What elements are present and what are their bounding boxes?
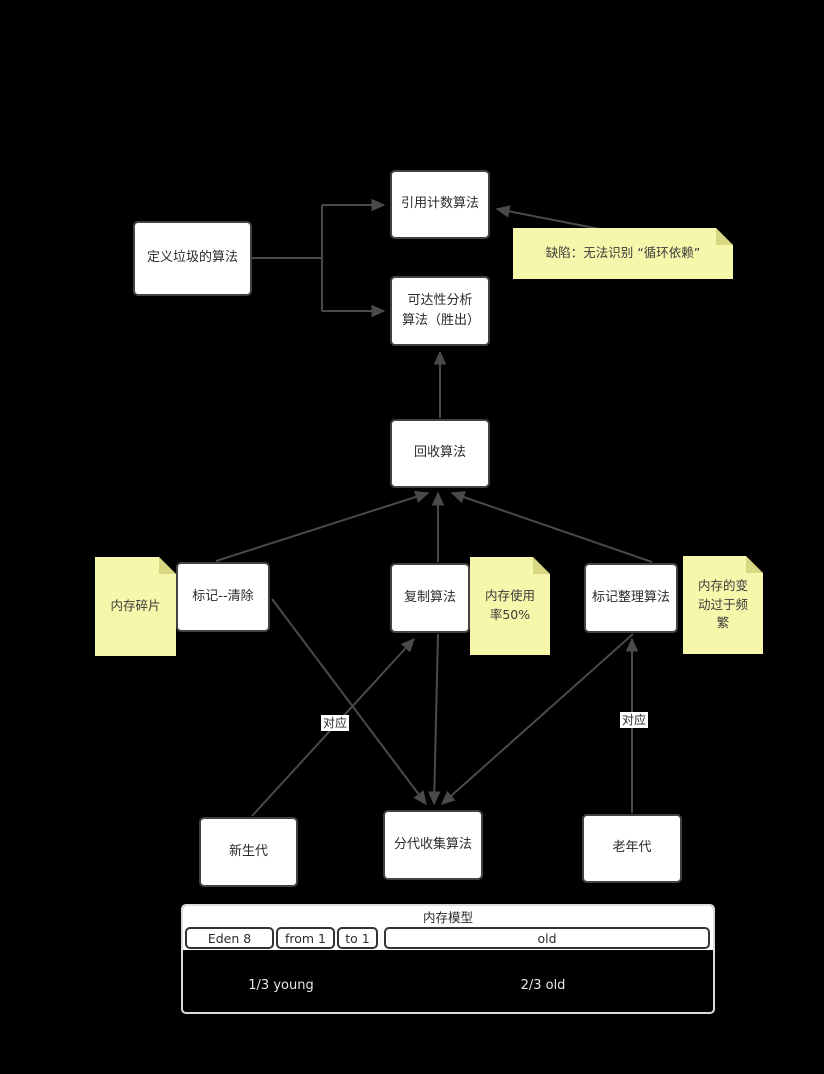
edge-note-to-refcounting xyxy=(495,205,611,232)
memory-cell-eden: Eden 8 xyxy=(185,927,274,949)
edge-markcompact-to-recycle xyxy=(450,491,653,563)
edge-marksweep-to-recycle xyxy=(215,490,430,562)
brace-label-old: 2/3 old xyxy=(520,978,566,993)
memory-cell-to: to 1 xyxy=(337,927,378,949)
note-mark-sweep-issue: 内存碎片 xyxy=(95,557,176,656)
node-reachability: 可达性分析算法（胜出） xyxy=(390,276,490,346)
memory-model-container: 内存模型 xyxy=(181,904,715,1014)
note-mark-compact-issue: 内存的变动过于频繁 xyxy=(683,556,763,654)
memory-cell-from: from 1 xyxy=(276,927,335,949)
note-text: 内存的变动过于频繁 xyxy=(697,577,748,631)
edge-markcompact-to-generational xyxy=(440,633,634,805)
note-copying-issue: 内存使用率50% xyxy=(470,557,550,655)
node-copying: 复制算法 xyxy=(390,563,470,633)
edge-marksweep-to-generational xyxy=(271,598,427,806)
edge-label-young-copying: 对应 xyxy=(321,715,350,731)
brace-label-young: 1/3 young xyxy=(248,978,314,993)
node-generational: 分代收集算法 xyxy=(383,810,483,880)
note-text: 内存使用率50% xyxy=(484,588,535,622)
node-mark-sweep: 标记--清除 xyxy=(176,562,270,632)
note-text: 缺陷：无法识别 “循环依赖” xyxy=(545,245,701,261)
node-ref-counting: 引用计数算法 xyxy=(390,170,490,239)
note-text: 内存碎片 xyxy=(110,598,161,614)
note-ref-counting-defect: 缺陷：无法识别 “循环依赖” xyxy=(513,228,733,279)
memory-cell-old: old xyxy=(384,927,710,949)
node-mark-compact: 标记整理算法 xyxy=(584,563,678,633)
node-define-garbage: 定义垃圾的算法 xyxy=(133,221,252,296)
node-young-gen: 新生代 xyxy=(199,817,298,887)
edge-copying-to-generational xyxy=(427,633,441,806)
edge-label-old-compact: 对应 xyxy=(620,712,649,728)
node-recycle: 回收算法 xyxy=(390,419,490,488)
node-old-gen: 老年代 xyxy=(582,814,682,883)
memory-model-title: 内存模型 xyxy=(422,910,473,925)
